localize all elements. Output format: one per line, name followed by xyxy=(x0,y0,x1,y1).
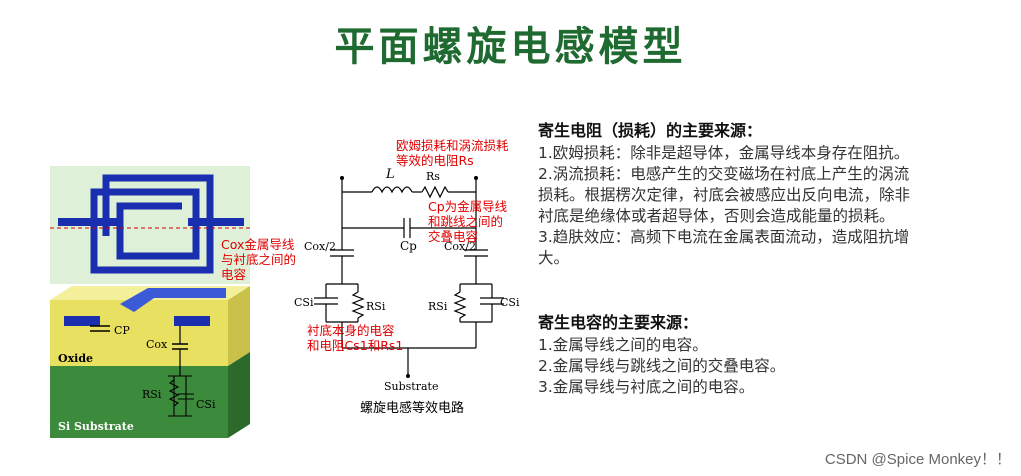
section-cp-label: CP xyxy=(114,324,130,337)
oxide-side xyxy=(228,286,250,366)
watermark: CSDN @Spice Monkey！！ xyxy=(824,451,1011,468)
resistance-line: 损耗。根据楞次定律，衬底会被感应出反向电流，除非 xyxy=(538,186,911,204)
section-cox-label: Cox xyxy=(146,338,168,351)
substrate-side xyxy=(228,352,250,438)
capacitance-line: 2.金属导线与跳线之间的交叠电容。 xyxy=(538,357,786,375)
resistance-heading: 寄生电阻（损耗）的主要来源： xyxy=(538,121,763,140)
circuit-substrate-label: Substrate xyxy=(384,380,438,393)
resistance-line: 1.欧姆损耗：除非是超导体，金属导线本身存在阻抗。 xyxy=(538,144,910,162)
underpass-right xyxy=(188,218,244,226)
resistance-line: 衬底是绝缘体或者超导体，否则会造成能量的损耗。 xyxy=(538,207,895,225)
circuit-label-rsi-left: RSi xyxy=(366,300,386,313)
section-rsi-label: RSi xyxy=(142,388,162,401)
circuit-label-cox-right: Cox/2 xyxy=(444,240,476,253)
resistance-line: 3.趋肤效应：高频下电流在金属表面流动，造成阻抗增 xyxy=(538,228,910,246)
note-substrate: 衬底本身的电容 和电阻Cs1和Rs1 xyxy=(307,323,404,353)
circuit-caption: 螺旋电感等效电路 xyxy=(360,400,464,416)
section-substrate-label: Si Substrate xyxy=(58,420,134,433)
spiral-top-view xyxy=(90,174,214,274)
note-cox: Cox金属导线 与衬底之间的 电容 xyxy=(221,237,297,282)
equivalent-circuit: L Rs Cp Cox/2 Cox/2 CSi RSi RSi CSi Subs… xyxy=(294,167,520,416)
section-csi-label: CSi xyxy=(196,398,216,411)
capacitance-line: 1.金属导线之间的电容。 xyxy=(538,336,708,354)
circuit-label-L: L xyxy=(385,167,395,182)
inductor-L xyxy=(371,186,413,194)
metal-left xyxy=(64,316,100,326)
circuit-label-csi-right: CSi xyxy=(500,296,520,309)
resistance-section: 寄生电阻（损耗）的主要来源： 1.欧姆损耗：除非是超导体，金属导线本身存在阻抗。… xyxy=(538,120,1016,269)
inductor-illustration: CP Cox Oxide RSi CSi Si Substrate xyxy=(50,166,250,438)
circuit-label-rsi-right: RSi xyxy=(428,300,448,313)
metal-crossover xyxy=(120,288,226,312)
note-cp: Cp为金属导线 和跳线之间的 交叠电容 xyxy=(428,199,508,244)
section-oxide-label: Oxide xyxy=(58,352,93,365)
substrate-layer xyxy=(50,366,228,438)
capacitance-section: 寄生电容的主要来源： 1.金属导线之间的电容。 2.金属导线与跳线之间的交叠电容… xyxy=(538,312,1016,398)
circuit-label-cox-left: Cox/2 xyxy=(304,240,336,253)
oxide-layer xyxy=(50,300,228,366)
metal-right xyxy=(174,316,210,326)
note-rs: 欧姆损耗和涡流损耗 等效的电阻Rs xyxy=(396,138,509,168)
resistance-line: 大。 xyxy=(538,249,570,267)
circuit-label-csi-left: CSi xyxy=(294,296,314,309)
resistance-line: 2.涡流损耗：电感产生的交变磁场在衬底上产生的涡流 xyxy=(538,165,910,183)
capacitance-line: 3.金属导线与衬底之间的电容。 xyxy=(538,378,755,396)
circuit-label-Rs: Rs xyxy=(426,170,440,183)
capacitance-heading: 寄生电容的主要来源： xyxy=(538,313,699,332)
circuit-label-Cp: Cp xyxy=(400,239,417,253)
underpass-left xyxy=(58,218,118,226)
resistor-Rs xyxy=(421,185,449,199)
page-title: 平面螺旋电感模型 xyxy=(334,24,687,70)
